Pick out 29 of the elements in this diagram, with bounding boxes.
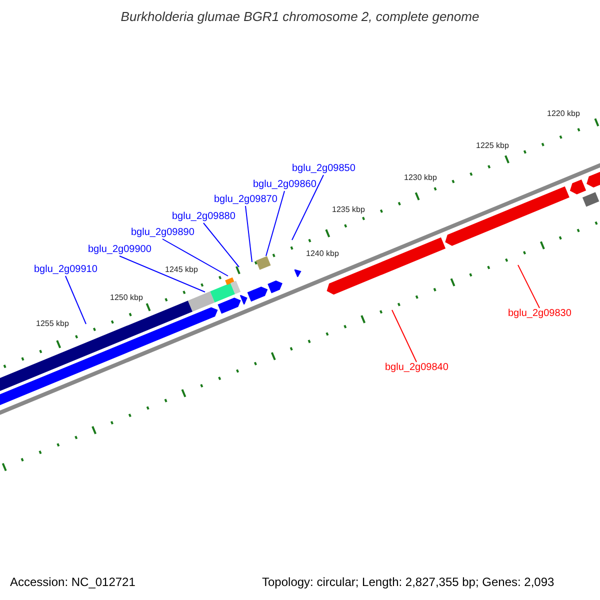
gene-label: bglu_2g09900 [88, 245, 152, 255]
gene-label: bglu_2g09860 [253, 180, 316, 190]
footer-text: Topology: circular; Length: 2,827,355 bp; Genes: 2,093 [262, 576, 554, 588]
leader-line [203, 222, 240, 268]
leader-line [245, 206, 252, 262]
footer-text: Accession: NC_012721 [10, 576, 136, 588]
scale-label: 1250 kbp [110, 294, 143, 302]
scale-label: 1235 kbp [332, 206, 365, 214]
leader-line [266, 190, 285, 256]
gene-label: bglu_2g09880 [172, 212, 236, 222]
leader-line [518, 264, 540, 308]
scale-label: 1240 kbp [306, 250, 339, 258]
leader-line [392, 310, 417, 362]
gene-label: bglu_2g09890 [131, 228, 194, 238]
scale-label: 1220 kbp [547, 110, 580, 118]
scale-label: 1230 kbp [404, 174, 437, 182]
gene-label: bglu_2g09840 [385, 363, 448, 373]
title: Burkholderia glumae BGR1 chromosome 2, complete genome [120, 10, 480, 23]
leader-line [162, 238, 228, 276]
gene-label: bglu_2g09850 [292, 164, 356, 174]
gene-label: bglu_2g09910 [34, 265, 98, 275]
scale-label: 1245 kbp [165, 266, 198, 274]
leader-line [292, 174, 324, 240]
scale-label: 1225 kbp [476, 142, 509, 150]
gene-label: bglu_2g09870 [214, 195, 278, 205]
leader-line [119, 256, 206, 292]
leader-line [65, 276, 86, 324]
scale-label: 1255 kbp [36, 320, 69, 328]
gene-label: bglu_2g09830 [508, 309, 572, 319]
